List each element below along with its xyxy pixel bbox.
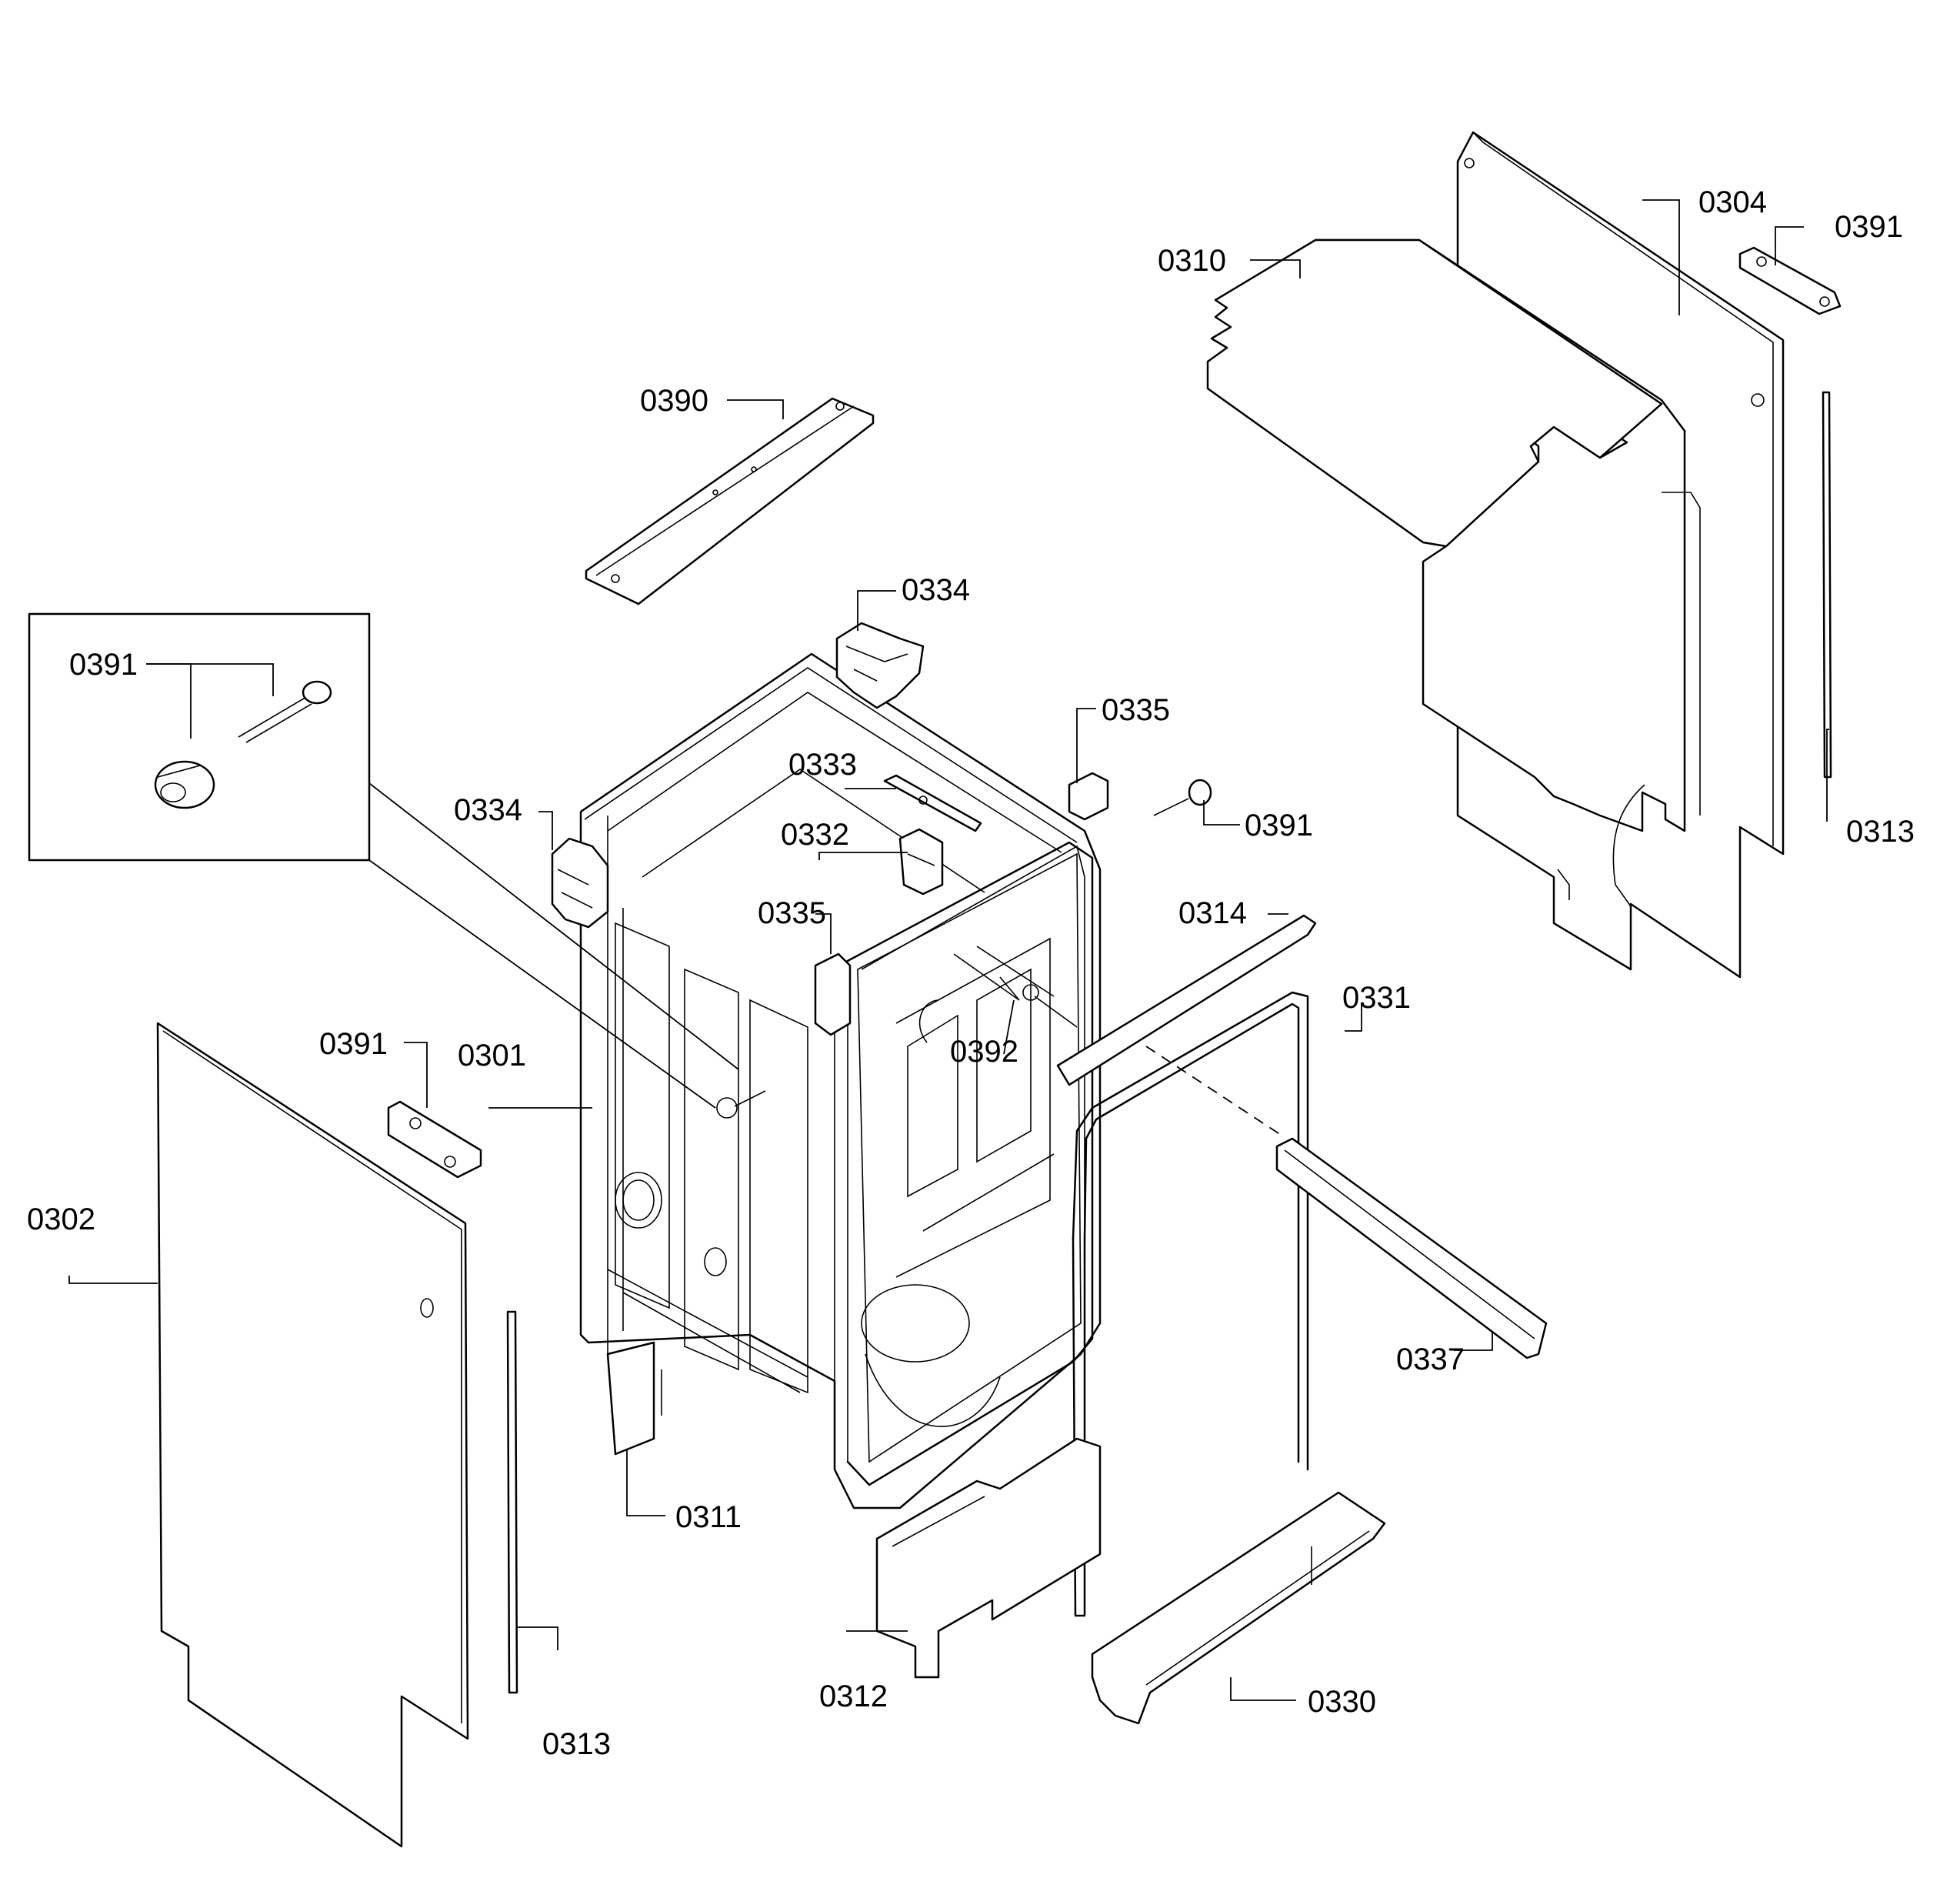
part-0391-bracket-top-right	[1738, 246, 1842, 315]
label-0335-right: 0335	[1102, 693, 1170, 727]
part-0310-insulation	[1206, 239, 1701, 907]
part-0334-bracket-top	[835, 622, 925, 709]
label-0311: 0311	[675, 1500, 742, 1534]
label-0391-left: 0391	[319, 1027, 388, 1061]
part-labels: 0304 0391 0310 0390 0313 0334 0391 0335 …	[27, 185, 1915, 1761]
part-0333-latch	[883, 774, 982, 832]
label-0310: 0310	[1158, 244, 1226, 278]
part-0337-arm	[1275, 1137, 1548, 1359]
label-0334-left: 0334	[454, 793, 522, 827]
part-0335-bracket-right	[1068, 772, 1109, 821]
part-0392-pivot	[999, 976, 1078, 1028]
part-0313-seal-strip-left	[506, 1310, 518, 1694]
label-0304: 0304	[1698, 185, 1767, 219]
inset-detail-box	[28, 612, 739, 1109]
part-0390-top-rail	[585, 397, 875, 605]
part-0331-gasket	[1072, 991, 1309, 1617]
label-0390: 0390	[640, 384, 708, 418]
part-0302-left-side-panel	[156, 1022, 469, 1848]
part-0301-tub	[579, 652, 1102, 1509]
part-0334-bracket-left	[551, 837, 609, 929]
label-0333: 0333	[788, 748, 857, 782]
part-0314-rail	[1056, 914, 1317, 1086]
label-0391-inset: 0391	[69, 648, 138, 682]
label-0301: 0301	[458, 1039, 526, 1072]
label-0313-left: 0313	[542, 1727, 611, 1761]
leader-lines	[68, 199, 1829, 1701]
part-0311-insulation-block	[606, 1341, 662, 1456]
label-0314: 0314	[1178, 896, 1247, 930]
label-0302: 0302	[27, 1203, 95, 1236]
part-0332-clip	[898, 828, 944, 896]
part-0335-bracket-mid	[814, 952, 852, 1036]
label-0332: 0332	[781, 818, 849, 852]
label-0391-screw-right: 0391	[1245, 809, 1313, 842]
assembly-axis-line	[1145, 1046, 1282, 1136]
part-0313-seal-strip-right	[1822, 391, 1832, 779]
label-0330: 0330	[1308, 1685, 1376, 1719]
label-0312: 0312	[819, 1680, 888, 1713]
label-0391-top-right: 0391	[1835, 210, 1903, 244]
label-0313-right: 0313	[1846, 815, 1915, 849]
part-0330-kickplate	[1091, 1491, 1386, 1725]
label-0337: 0337	[1396, 1343, 1465, 1376]
label-0335-mid: 0335	[758, 896, 826, 930]
part-0312-insulation-lower	[875, 1437, 1102, 1679]
part-0391-bracket-left	[387, 1100, 482, 1179]
part-0391-screw-right	[1153, 779, 1212, 816]
label-0334-top: 0334	[902, 573, 970, 607]
label-0331: 0331	[1342, 981, 1411, 1015]
label-0392: 0392	[950, 1035, 1018, 1069]
